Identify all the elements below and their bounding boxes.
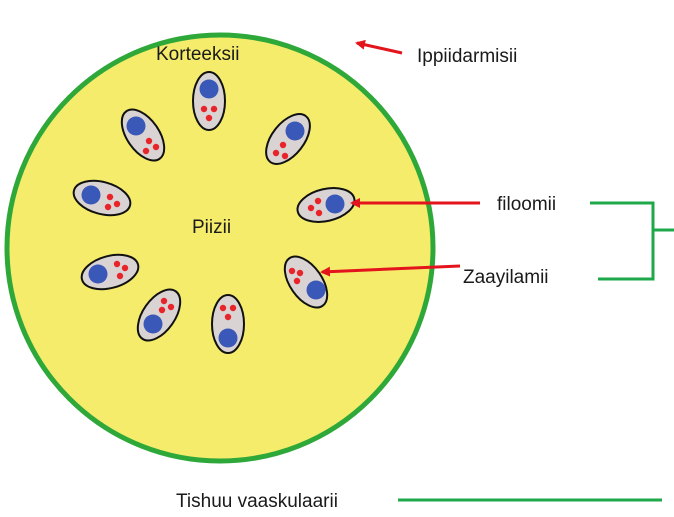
xylem-dot xyxy=(159,307,165,313)
xylem-dot xyxy=(225,314,231,320)
phloem-dot xyxy=(127,117,146,136)
epidermis-label: Ippiidarmisii xyxy=(417,46,517,67)
xylem-dot xyxy=(316,210,322,216)
cortex-label: Korteeksii xyxy=(156,44,239,65)
xylem-dot xyxy=(168,304,174,310)
xylem-dot xyxy=(211,106,217,112)
xylem-dot xyxy=(201,106,207,112)
xylem-dot xyxy=(146,138,152,144)
xylem-dot xyxy=(143,148,149,154)
xylem-dot xyxy=(206,115,212,121)
xylem-dot xyxy=(294,278,300,284)
phloem-dot xyxy=(219,329,238,348)
xylem-dot xyxy=(308,205,314,211)
xylem-dot xyxy=(117,273,123,279)
xylem-label: Zaayilamii xyxy=(463,267,549,288)
phloem-dot xyxy=(326,195,345,214)
xylem-dot xyxy=(105,204,111,210)
xylem-dot xyxy=(280,142,286,148)
xylem-dot xyxy=(122,265,128,271)
xylem-dot xyxy=(161,298,167,304)
phloem-dot xyxy=(307,281,326,300)
vascular-tissue-label: Tishuu vaaskulaarii xyxy=(176,491,338,512)
phloem-dot xyxy=(82,186,101,205)
xylem-dot xyxy=(153,144,159,150)
xylem-dot xyxy=(297,270,303,276)
xylem-dot xyxy=(114,261,120,267)
xylem-dot xyxy=(114,201,120,207)
epidermis-pointer-arrow xyxy=(357,43,402,53)
phloem-dot xyxy=(144,315,163,334)
xylem-dot xyxy=(273,150,279,156)
phloem-dot xyxy=(200,80,219,99)
xylem-dot xyxy=(107,194,113,200)
pith-label: Piizii xyxy=(192,217,231,238)
xylem-dot xyxy=(289,268,295,274)
phloem-label: filoomii xyxy=(497,194,556,215)
xylem-dot xyxy=(230,305,236,311)
vascular-tissue-bracket xyxy=(590,203,674,279)
xylem-dot xyxy=(315,198,321,204)
xylem-dot xyxy=(220,305,226,311)
xylem-dot xyxy=(282,153,288,159)
phloem-dot xyxy=(89,265,108,284)
phloem-dot xyxy=(286,122,305,141)
